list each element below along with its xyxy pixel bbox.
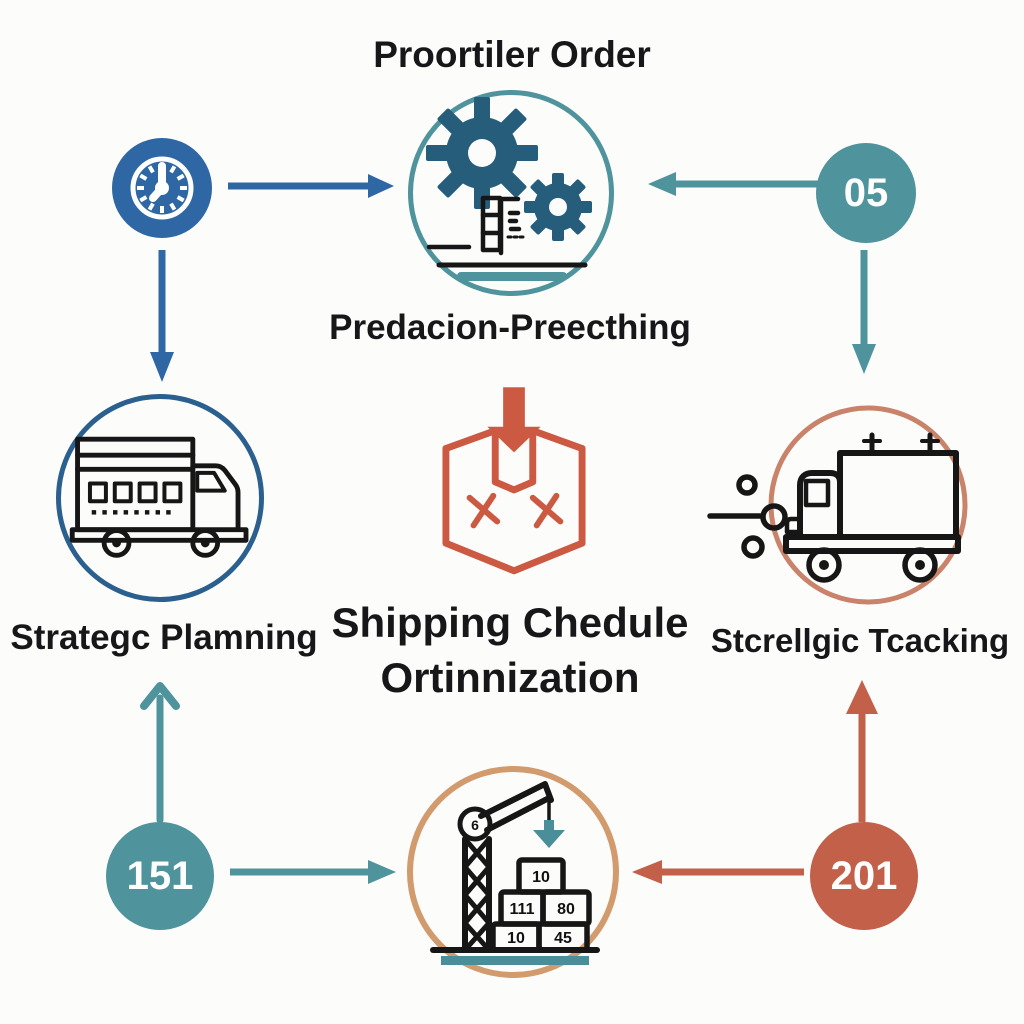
step-badge-05: 05 xyxy=(816,143,916,243)
crate-label: 10 xyxy=(507,930,525,947)
package-drop-icon xyxy=(442,387,586,575)
arrow-201-to-tracking xyxy=(846,680,878,822)
loading-node-circle: 6 10 111 80 10 45 xyxy=(407,766,619,978)
arrow-clock-to-production xyxy=(228,174,394,198)
center-title-line2: Ortinnization xyxy=(380,653,640,701)
tracking-node-circle xyxy=(707,405,968,605)
arrow-201-to-loading xyxy=(632,860,804,884)
step-badge-05-value: 05 xyxy=(843,170,889,215)
arrow-05-to-production xyxy=(648,172,840,196)
tracking-node-label: Stcrellgic Tcacking xyxy=(710,622,1010,659)
production-node-label: Predacion-Preecthing xyxy=(329,308,691,347)
crate-label: 80 xyxy=(557,901,575,918)
center-title-line1: Shipping Chedule xyxy=(331,599,689,646)
crane-pulley-label: 6 xyxy=(471,817,479,833)
speed-lines-icon xyxy=(707,474,788,559)
clock-badge xyxy=(112,138,212,238)
crate-label: 45 xyxy=(554,930,572,947)
diagram-center-title: Shipping Chedule Ortinnization xyxy=(250,596,770,705)
step-badge-151-value: 151 xyxy=(126,853,194,898)
planning-node-label: Strategc Plamning xyxy=(10,618,318,657)
planning-node-circle xyxy=(56,394,264,602)
crate-label: 111 xyxy=(510,901,535,918)
step-badge-201: 201 xyxy=(810,822,918,930)
crane-icon: 6 10 111 80 10 45 xyxy=(430,781,600,965)
arrow-151-to-loading xyxy=(230,860,396,884)
diagram-title: Proortiler Order xyxy=(373,34,651,75)
step-badge-151: 151 xyxy=(106,822,214,930)
box-truck-icon xyxy=(69,436,249,558)
arrow-151-to-planning xyxy=(140,682,180,824)
crane-hook-arrow-icon xyxy=(533,820,565,848)
gears-icon xyxy=(426,97,592,281)
clock-icon xyxy=(130,156,194,220)
arrow-clock-to-planning xyxy=(150,250,174,382)
arrow-05-to-tracking xyxy=(852,250,876,374)
crates-icon xyxy=(490,857,592,953)
crate-label: 10 xyxy=(532,869,550,886)
production-node-circle xyxy=(408,90,614,296)
step-badge-201-value: 201 xyxy=(830,853,898,898)
chart-ladder-icon xyxy=(426,195,525,256)
moving-truck-icon xyxy=(783,432,961,583)
